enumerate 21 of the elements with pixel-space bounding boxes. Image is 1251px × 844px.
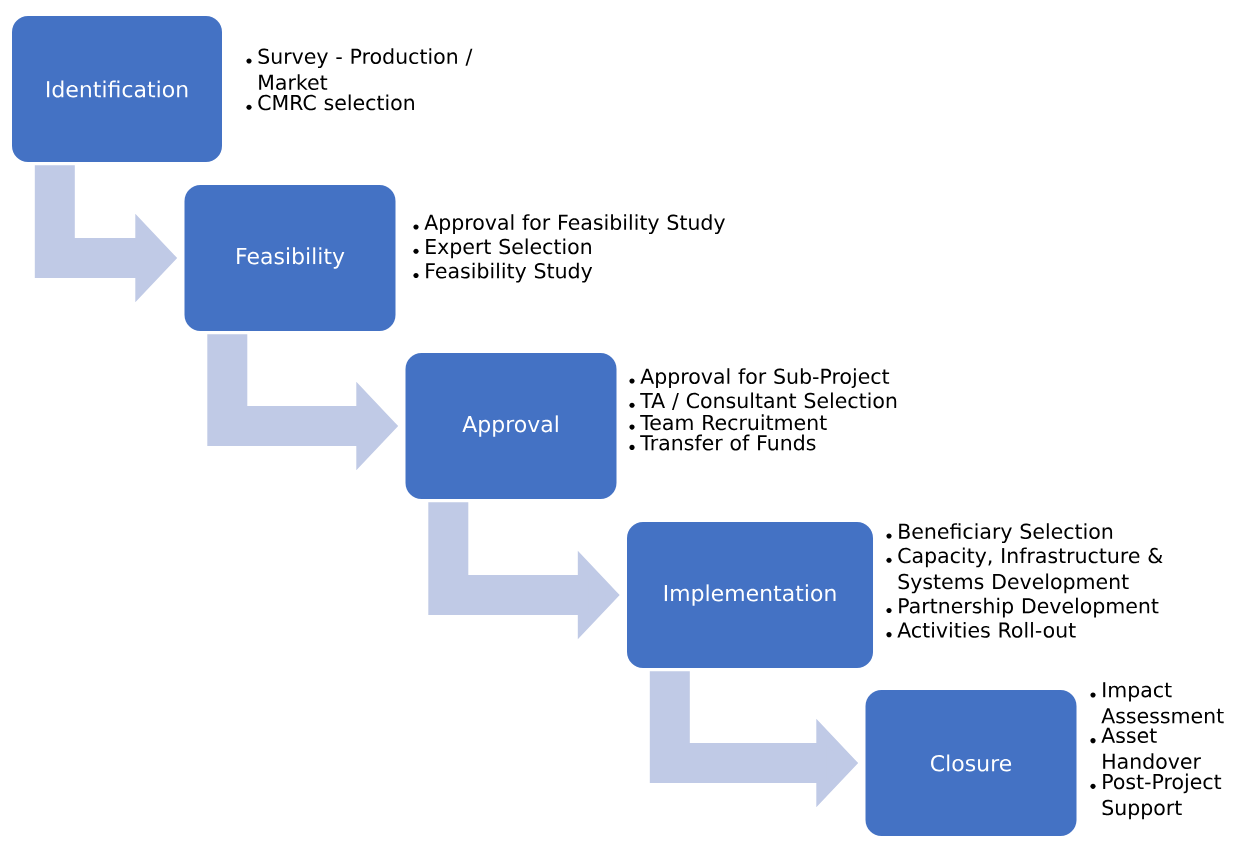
bullet-item: Approval for Feasibility Study — [413, 214, 725, 235]
stage-box: Approval — [405, 353, 617, 499]
bullet-item: Partnership Development — [886, 597, 1159, 618]
bullet-item: TA / Consultant Selection — [629, 392, 897, 410]
bullet-item: Team Recruitment — [629, 414, 827, 431]
bullet-item: Beneficiary Selection — [886, 523, 1113, 544]
bullet-item: CMRC selection — [246, 94, 414, 111]
stage-box: Closure — [865, 690, 1077, 836]
bullet-item: Expert Selection — [413, 238, 591, 259]
bullet-item: Capacity, Infrastructure & Systems Development — [886, 547, 1163, 594]
stage-box: Feasibility — [184, 185, 396, 331]
bullet-item: Transfer of Funds — [629, 434, 816, 451]
bullet-item: Asset Handover — [1090, 727, 1201, 770]
stage-box: Identification — [12, 16, 222, 162]
bullet-item: Activities Roll-out — [886, 621, 1076, 638]
bullet-item: Survey - Production / Market — [246, 48, 473, 91]
bullet-item: Post-Project Support — [1090, 773, 1222, 820]
bullet-item: Approval for Sub-Project — [629, 368, 890, 389]
stage-box: Implementation — [627, 522, 873, 668]
bullet-item: Impact Assessment — [1090, 682, 1224, 724]
bullet-item: Feasibility Study — [413, 262, 593, 283]
